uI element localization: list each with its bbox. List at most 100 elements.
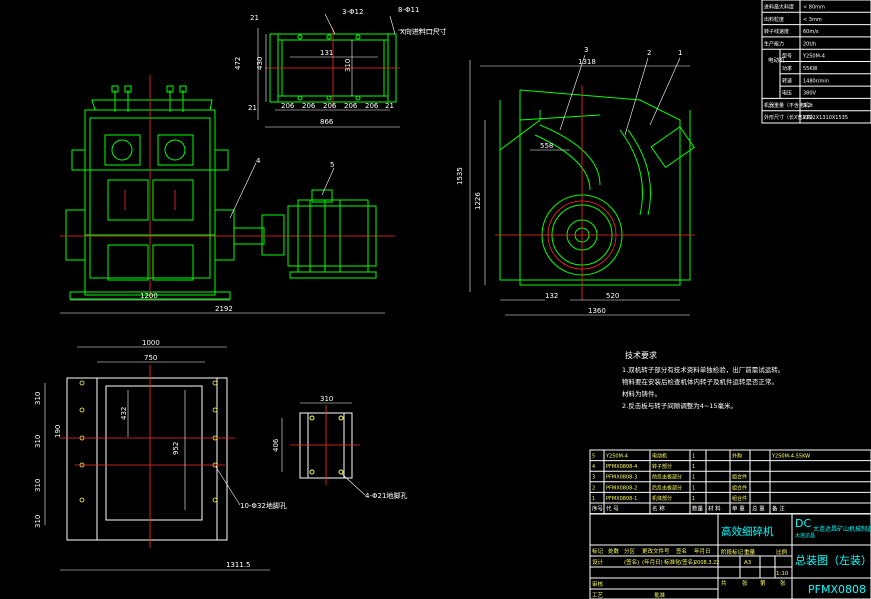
weight-label: 重量	[744, 548, 756, 556]
dim-motor-310: 310	[320, 395, 333, 403]
spec-value-6: 1480r/min	[803, 78, 829, 84]
bom-cell-3-0: 2	[592, 485, 595, 491]
dim-206-a: 206	[281, 102, 295, 110]
spec-group-motor: 电动机	[768, 56, 785, 64]
bom-cell-2-2: 前反击板部分	[652, 474, 682, 481]
bom-cell-2-0: 3	[592, 475, 595, 481]
sheet-total-label: 共	[721, 579, 727, 587]
sheet-total-unit: 张	[742, 579, 748, 587]
bom-header-3: 数量	[692, 505, 704, 513]
bom-cell-2-3: 1	[692, 475, 695, 481]
spec-value-3: 20t/h	[803, 41, 816, 47]
tb-std-sign: (签名)	[680, 558, 695, 566]
dim-430: 430	[256, 57, 264, 70]
bom-cell-0-5: 外购	[732, 453, 742, 460]
dim-206-c: 206	[323, 102, 337, 110]
dim-1311-5: 1311.5	[226, 561, 251, 569]
stage-label: 阶段标记	[721, 548, 744, 556]
drawing-code: PFMX0808	[808, 583, 866, 596]
tb-sign: 签名	[676, 547, 687, 555]
tech-notes: 技术要求 1.双机转子部分有技术资料单独检验，出厂前需试运转。 物料要在安装后检…	[622, 350, 784, 410]
spec-value-2: 60m/s	[803, 29, 819, 35]
dim-131: 131	[320, 49, 333, 57]
bom-cell-1-1: PFMX0808-4	[606, 464, 637, 470]
dim-472: 472	[234, 57, 242, 70]
dim-21-top: 21	[250, 14, 259, 22]
tb-change: 更改文件号	[642, 547, 670, 555]
dim-206-b: 206	[302, 102, 316, 110]
front-view: 1200 2192 4 5	[60, 75, 395, 314]
balloon-2: 2	[647, 49, 651, 57]
product-name: 高效细碎机	[721, 525, 774, 538]
balloon-5: 5	[330, 161, 334, 169]
inlet-view: 3-Φ12 8-Φ11 X向进料口尺寸 21 472 430 310 131 2…	[234, 6, 447, 128]
bom-header-2: 名 称	[652, 505, 665, 513]
sheet-no-unit: 张	[780, 579, 786, 587]
spec-label-8: 机器重量（不含电机）	[764, 102, 814, 109]
bom-cell-3-1: PFMX0808-2	[606, 485, 637, 491]
spec-value-4: Y250M-4	[802, 54, 825, 60]
bom-cell-0-7: Y250M-4-55KW	[771, 454, 810, 460]
company-logo: DC	[795, 517, 811, 530]
scale-label: 比例	[776, 548, 788, 556]
dim-1000: 1000	[142, 339, 160, 347]
tb-std-date: 2008.3.22	[694, 560, 719, 566]
dim-3-phi12: 3-Φ12	[342, 8, 363, 16]
bom-cell-2-5: 组合件	[732, 474, 747, 481]
dim-206-e: 206	[365, 102, 379, 110]
bom-cell-1-2: 转子部分	[652, 463, 672, 470]
dim-1535: 1535	[456, 167, 464, 185]
dim-206-d: 206	[344, 102, 358, 110]
spec-label-5: 功率	[782, 65, 792, 72]
bom-cell-0-0: 5	[592, 454, 595, 460]
spec-value-8: 3.2t	[803, 103, 813, 109]
note-line-3: 材料为铸件。	[622, 389, 661, 398]
spec-value-7: 380V	[803, 91, 817, 97]
spec-label-4: 型号	[782, 53, 792, 60]
bom-header-6: 总 重	[752, 505, 765, 513]
bom-cell-4-2: 机体部分	[652, 495, 672, 502]
dim-310-a: 310	[34, 392, 42, 405]
dim-1200: 1200	[140, 292, 158, 300]
spec-value-0: < 80mm	[803, 5, 825, 11]
bom-cell-3-3: 1	[692, 485, 695, 491]
dim-2192: 2192	[215, 305, 233, 313]
tb-date: 年月日	[694, 547, 711, 555]
bom-cell-1-3: 1	[692, 464, 695, 470]
dim-190: 190	[54, 425, 62, 438]
motor-holes-label: 4-Φ21地脚孔	[365, 491, 407, 500]
drawing-name: 总装图（左装）	[795, 553, 871, 567]
dim-132: 132	[545, 292, 558, 300]
tb-design: 设计	[592, 558, 604, 566]
balloon-3: 3	[584, 46, 588, 54]
motor-base-plan: 310 406 4-Φ21地脚孔	[272, 395, 407, 500]
dim-310-c: 310	[34, 479, 42, 492]
bom-cell-1-0: 4	[592, 464, 595, 470]
inlet-note: X向进料口尺寸	[400, 27, 447, 36]
spec-label-7: 电压	[782, 90, 792, 97]
balloon-1: 1	[678, 49, 682, 57]
note-line-4: 2.反击板与转子间隙调整为4~15毫米。	[622, 401, 737, 410]
bom-header-5: 单 重	[732, 505, 745, 513]
tb-mark: 标记	[592, 547, 604, 555]
tb-design-date: (年月日)	[642, 558, 663, 566]
spec-value-5: 55KW	[803, 66, 817, 72]
spec-label-2: 转子线速度	[764, 28, 789, 35]
tb-design-sign: (签名)	[624, 558, 639, 566]
bom-cell-4-1: PFMX0808-1	[606, 496, 637, 502]
anchor-holes	[79, 380, 218, 503]
title-block: 高效细碎机 DC 大连达昌 大连达昌矿山机械制造有限公司 总装图（左装） PFM…	[589, 513, 871, 599]
dim-21-bottom: 21	[248, 104, 257, 112]
bom-cell-0-1: Y250M-4	[605, 454, 628, 460]
spec-label-6: 转速	[782, 77, 792, 84]
spec-label-3: 生产能力	[764, 40, 784, 47]
spec-label-1: 出料粒度	[764, 16, 784, 23]
dim-558: 558	[540, 142, 553, 150]
bom-cell-4-0: 1	[592, 496, 595, 502]
tb-zone: 分区	[624, 547, 636, 555]
tb-review: 审核	[592, 580, 604, 588]
dim-406: 406	[272, 438, 280, 452]
